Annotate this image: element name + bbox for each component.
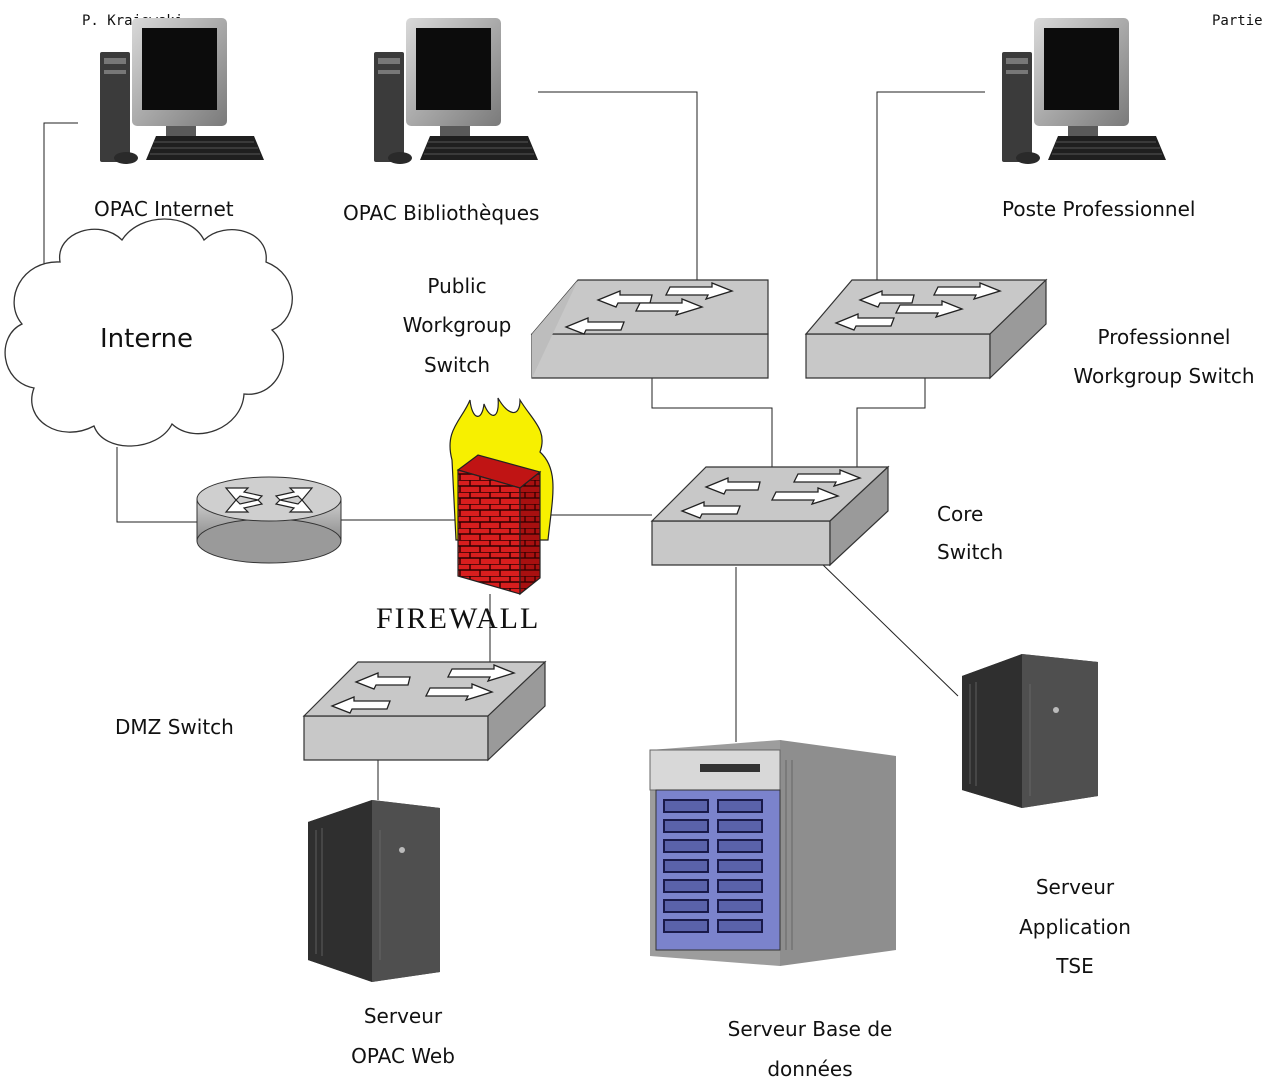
svg-text:Application: Application (1019, 915, 1131, 939)
header-part: Partie (1212, 13, 1263, 29)
wire-opac-internet-cloud (43, 122, 78, 278)
firewall-label: FIREWALL (376, 602, 540, 635)
svg-text:OPAC Web: OPAC Web (351, 1044, 455, 1068)
svg-text:Serveur: Serveur (364, 1004, 443, 1028)
public-switch-label: Public Workgroup Switch (403, 274, 512, 377)
opac-internet-label: OPAC Internet (94, 197, 234, 221)
wire-opac-biblio-public-switch (538, 91, 698, 287)
svg-text:Switch: Switch (937, 540, 1003, 564)
tower-server-icon (308, 800, 440, 982)
network-switch-icon (804, 278, 1048, 380)
wire-cloud-router (116, 447, 200, 523)
wire-professionnel-switch-core (856, 378, 926, 468)
router-icon (196, 476, 342, 564)
svg-text:TSE: TSE (1055, 954, 1094, 978)
svg-text:Public: Public (427, 274, 486, 298)
connections (43, 91, 985, 800)
dmz-switch-label: DMZ Switch (115, 715, 234, 739)
svg-text:Switch: Switch (424, 353, 490, 377)
rack-server-icon (649, 740, 896, 966)
core-switch-label: Core Switch (937, 502, 1003, 564)
svg-text:données: données (767, 1057, 852, 1079)
wire-poste-pro-professionnel-switch (876, 91, 985, 280)
network-switch-icon (650, 465, 890, 567)
desktop-computer-icon (1002, 18, 1166, 164)
desktop-computer-icon (100, 18, 264, 164)
tower-server-icon (962, 654, 1098, 808)
wire-core-application (819, 561, 959, 697)
firewall-icon (449, 397, 554, 596)
serveur-base-label: Serveur Base de données (728, 1017, 893, 1079)
svg-text:Workgroup: Workgroup (403, 313, 512, 337)
svg-text:Workgroup Switch: Workgroup Switch (1073, 364, 1254, 388)
svg-text:Serveur Base de: Serveur Base de (728, 1017, 893, 1041)
network-switch-icon (530, 279, 769, 379)
professionnel-switch-label: Professionnel Workgroup Switch (1073, 325, 1254, 388)
opac-bibliotheques-label: OPAC Bibliothèques (343, 201, 539, 225)
svg-text:Professionnel: Professionnel (1098, 325, 1231, 349)
poste-professionnel-label: Poste Professionnel (1002, 197, 1195, 221)
network-switch-icon (302, 660, 547, 762)
cloud-icon (4, 218, 293, 447)
wire-public-switch-core (651, 378, 773, 468)
serveur-opac-web-label: Serveur OPAC Web (351, 1004, 455, 1068)
svg-text:Serveur: Serveur (1036, 875, 1115, 899)
internet-cloud-label: Interne (100, 324, 193, 354)
serveur-application-label: Serveur Application TSE (1019, 875, 1131, 978)
desktop-computer-icon (374, 18, 538, 164)
svg-text:Core: Core (937, 502, 983, 526)
